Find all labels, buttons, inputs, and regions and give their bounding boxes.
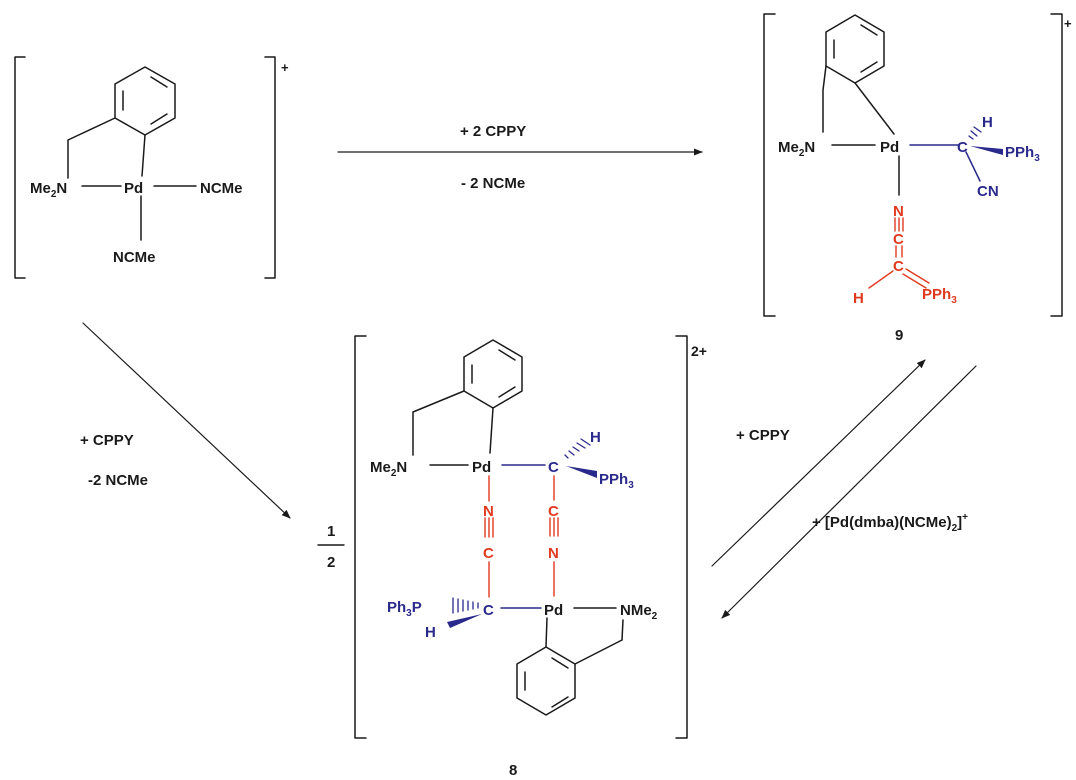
bracket-right [1050,13,1063,317]
bracket-left [763,13,776,317]
charge-plus: + [1064,16,1072,31]
charge-plus: + [281,60,289,75]
bracket-right [264,56,276,279]
me2n-label: Me2N [370,459,407,479]
c-left-label: C [483,545,494,562]
bracket-right [675,335,688,739]
arrow-8-to-9 [711,359,926,567]
arrows [82,148,977,619]
pd-bottom-label: Pd [544,602,563,619]
pd-top-label: Pd [472,459,491,476]
pd-label: Pd [880,139,899,156]
pph3-label: PPh3 [1005,144,1040,164]
compound-9: + 9 Me2N Pd C H PPh3 [763,13,1072,344]
charge-2plus: 2+ [691,343,707,359]
c-top-label: C [548,459,559,476]
bonds-red [484,475,559,598]
n-red-label: N [893,203,904,220]
benzene-ring [114,66,176,136]
bonds-black [822,65,900,196]
starting-complex: + Me2N Pd NCMe NCMe [14,56,289,279]
ph3p-label: Ph3P [387,599,422,619]
ncme-bottom-label: NCMe [113,249,156,266]
nme2-label: NMe2 [620,602,658,622]
h-top-label: H [590,429,601,446]
h-label: H [982,114,993,131]
n-right-label: N [548,545,559,562]
bracket-left [354,335,367,739]
hash-wedge-h-top [564,438,591,459]
fraction-denominator: 2 [327,554,335,571]
bonds-blue [909,144,981,182]
fraction-one-half: 1 2 [317,523,345,571]
bonds-red [868,217,930,289]
benzene-ring-top [463,339,523,409]
me2n-label: Me2N [30,180,67,200]
n-left-label: N [483,503,494,520]
hash-wedge-ph3p-bottom [452,597,479,614]
c-red1-label: C [893,231,904,248]
cn-label: CN [977,183,999,200]
bracket-left [14,56,26,279]
wedge-h-bottom [447,614,482,628]
me2n-label: Me2N [778,139,815,159]
benzene-ring-bottom [516,646,576,716]
h-red-label: H [853,290,864,307]
reagent-right-dmba: + [Pd(dmba)(NCMe)2]+ [812,512,968,534]
reagent-top-plus: + 2 CPPY [460,123,526,140]
c-right-label: C [548,503,559,520]
compound-8: 2+ 8 1 2 [317,335,707,779]
pph3-top-label: PPh3 [599,471,634,491]
benzene-ring [825,14,885,84]
hash-wedge-h [968,126,982,140]
pph3-red-label: PPh3 [922,286,957,306]
arrow-start-to-8 [82,322,291,519]
reagent-right-plus: + CPPY [736,427,790,444]
wedge-pph3 [970,146,1003,155]
reagent-left-minus: -2 NCMe [88,472,148,489]
fraction-numerator: 1 [327,523,335,540]
h-bottom-label: H [425,624,436,641]
reagent-left-plus: + CPPY [80,432,134,449]
reagent-top-minus: - 2 NCMe [461,175,525,192]
bonds-blue [500,464,546,609]
bonds [67,117,197,241]
pd-label: Pd [124,180,143,197]
arrow-9-to-8 [721,365,977,619]
ncme-right-label: NCMe [200,180,243,197]
c-bottom-label: C [483,602,494,619]
wedge-pph3-top [566,466,597,478]
bonds-black [412,390,624,665]
c-label: C [957,139,968,156]
compound-label-8: 8 [509,762,517,779]
compound-label-9: 9 [895,327,903,344]
c-red2-label: C [893,258,904,275]
